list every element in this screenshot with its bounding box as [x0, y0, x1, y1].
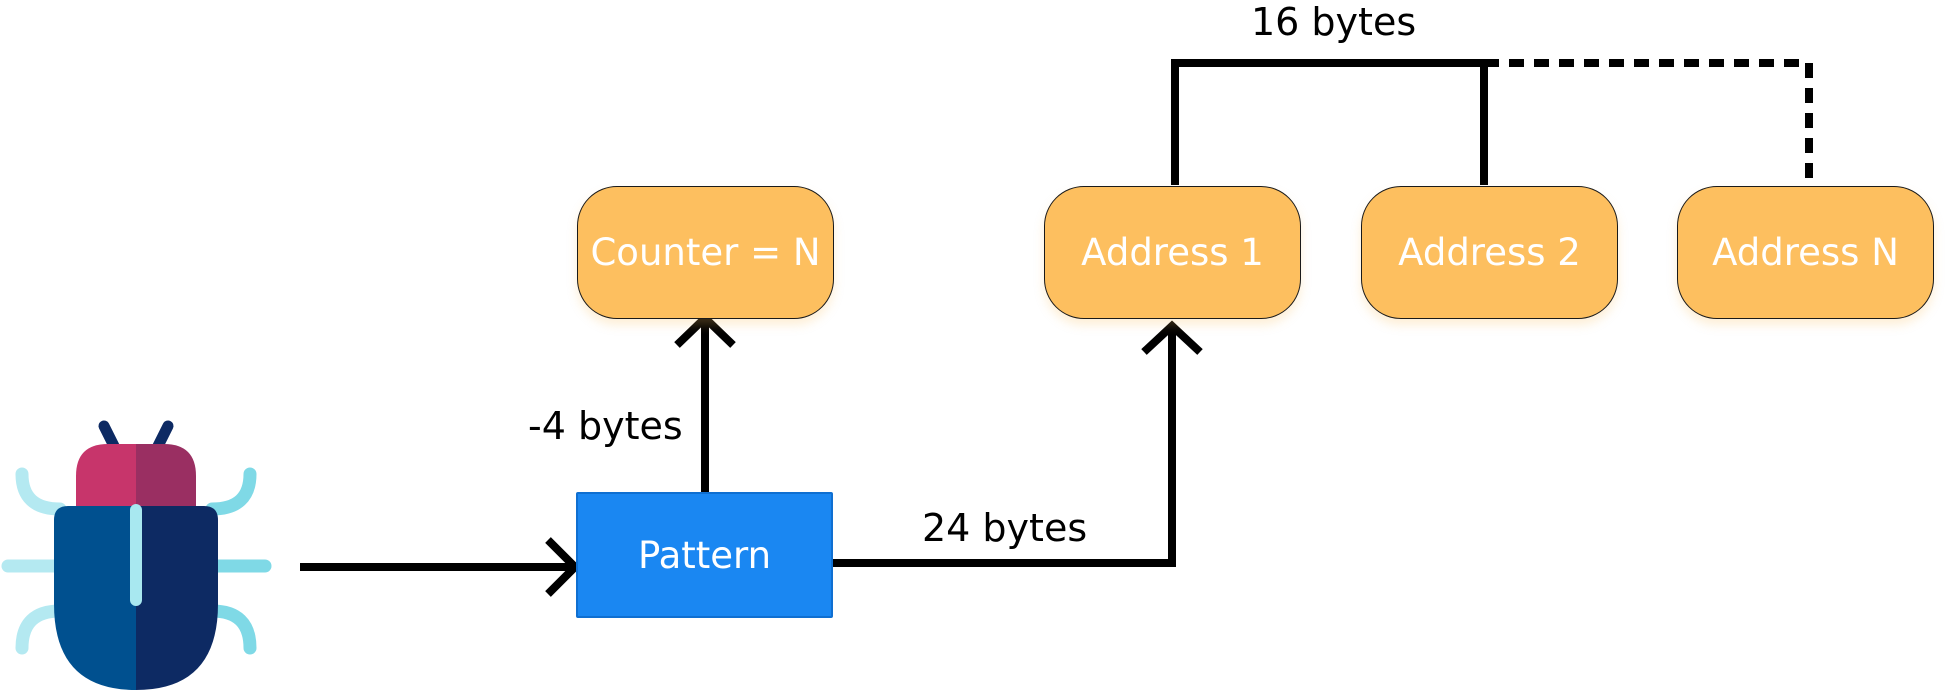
node-address-2: Address 2: [1361, 186, 1618, 319]
node-address-n: Address N: [1677, 186, 1934, 319]
bracket-dashed-address-n: [1484, 59, 1813, 185]
node-pattern-label: Pattern: [637, 533, 772, 577]
bracket-address1-address2: [1171, 59, 1488, 185]
node-counter-label: Counter = N: [590, 231, 821, 274]
node-address-1: Address 1: [1044, 186, 1301, 319]
label-minus-4-bytes: -4 bytes: [528, 404, 683, 448]
node-address-2-label: Address 2: [1398, 231, 1581, 274]
arrowhead-address1: [1141, 320, 1203, 355]
arrowhead-pattern: [545, 537, 581, 597]
node-address-1-label: Address 1: [1081, 231, 1264, 274]
bug-icon: [1, 420, 272, 690]
node-address-n-label: Address N: [1712, 231, 1899, 274]
arrow-pattern-to-address1: [832, 326, 1176, 567]
label-16-bytes: 16 bytes: [1251, 0, 1417, 44]
node-pattern: Pattern: [576, 492, 833, 618]
node-counter: Counter = N: [577, 186, 834, 319]
label-24-bytes: 24 bytes: [922, 506, 1088, 550]
